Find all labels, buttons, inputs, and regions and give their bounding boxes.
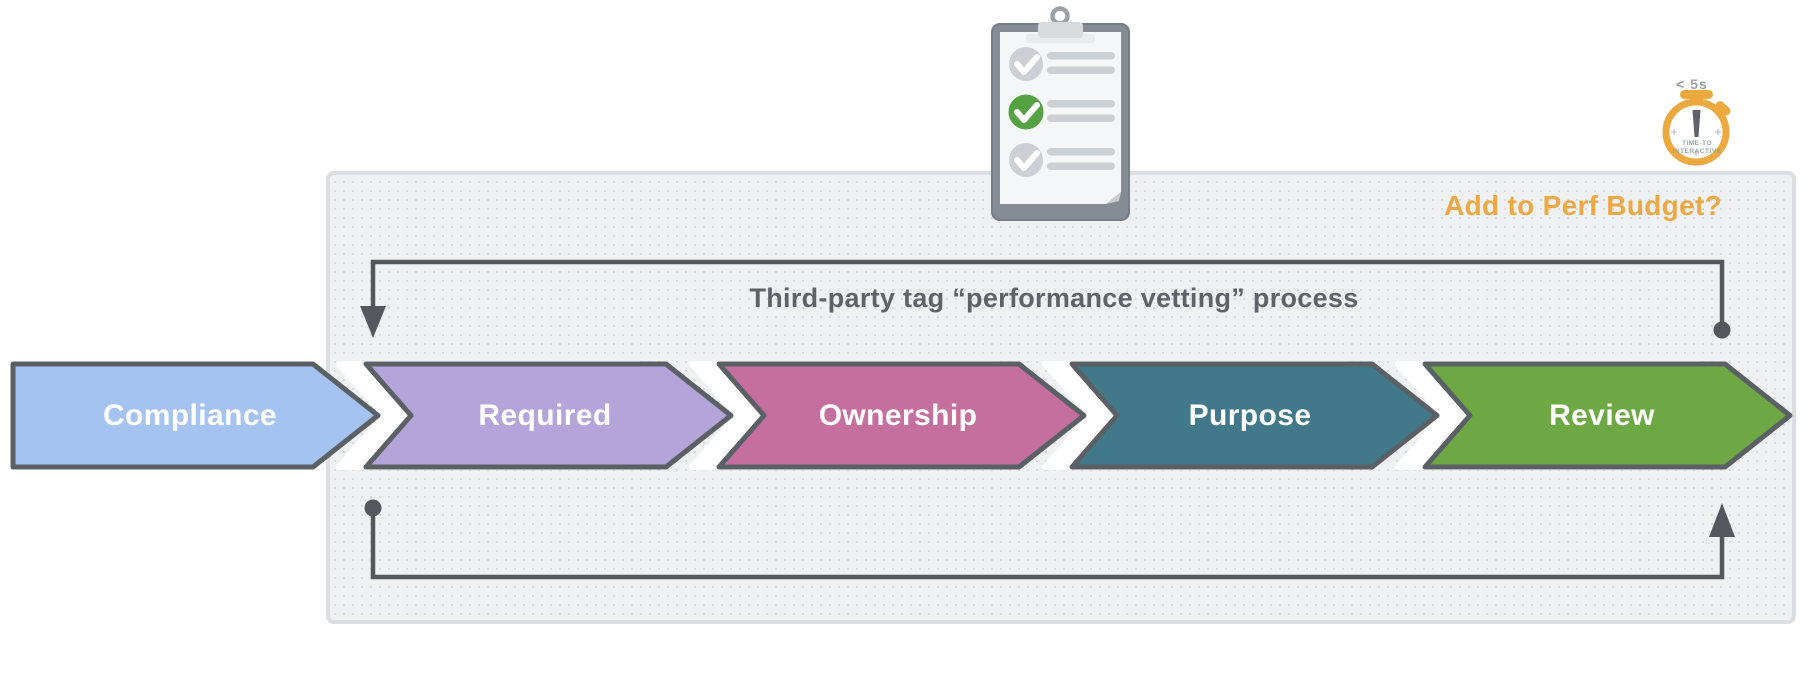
stage-arrow-compliance [10,361,381,470]
checklist-line [1047,100,1115,108]
top-connector-line [370,259,1725,330]
check-circle-done-icon [1008,94,1044,130]
bottom-connector [364,499,1735,580]
stopwatch-icon [1662,90,1731,166]
checkmark-icon [1014,54,1040,75]
checkmark-icon [1014,150,1040,171]
stopwatch-crown [1680,90,1713,99]
clipboard-checklist-icon [991,6,1130,221]
checklist-rows [1008,47,1115,177]
stage-arrow-required [363,361,734,470]
stage-arrows [10,361,1793,470]
flow-title: Third-party tag “performance vetting” pr… [749,282,1359,313]
stopwatch-tick-marks [1671,129,1721,156]
clipboard-ring [1050,6,1070,26]
bottom-connector-line [370,508,1725,580]
stage-label-purpose: Purpose [1188,398,1312,432]
checklist-line [1047,114,1115,122]
stage-label-compliance: Compliance [102,398,278,432]
checklist-line [1047,66,1115,74]
checklist-line [1047,162,1115,170]
perf-budget-label: Add to Perf Budget? [1444,190,1722,221]
stage-arrow-review [1422,361,1793,470]
stopwatch-side-button [1715,101,1731,116]
stopwatch-dial-line2: INTERACTIVE [1672,148,1722,155]
stage-label-required: Required [478,398,612,432]
bottom-connector-arrowhead-icon [1709,503,1735,537]
stage-label-ownership: Ownership [818,398,978,432]
checklist-line [1047,148,1115,156]
stage-label-review: Review [1549,398,1655,432]
stage-arrow-ownership [716,361,1087,470]
top-connector [360,259,1731,339]
checkmark-icon [1014,102,1040,123]
stopwatch-caption: < 5s [1676,76,1708,92]
clipboard-clip [1038,22,1083,38]
stopwatch-dial-text: TIME-TO INTERACTIVE [1661,139,1733,157]
clipboard-paper-fold [1106,192,1121,204]
stopwatch-dial-line1: TIME-TO [1681,140,1713,147]
top-connector-dot [1713,321,1731,339]
bottom-connector-dot [364,499,382,517]
stopwatch-hand [1692,110,1701,137]
checklist-line [1047,52,1115,60]
top-connector-arrowhead-icon [360,306,386,338]
stage-arrow-purpose [1069,361,1440,470]
